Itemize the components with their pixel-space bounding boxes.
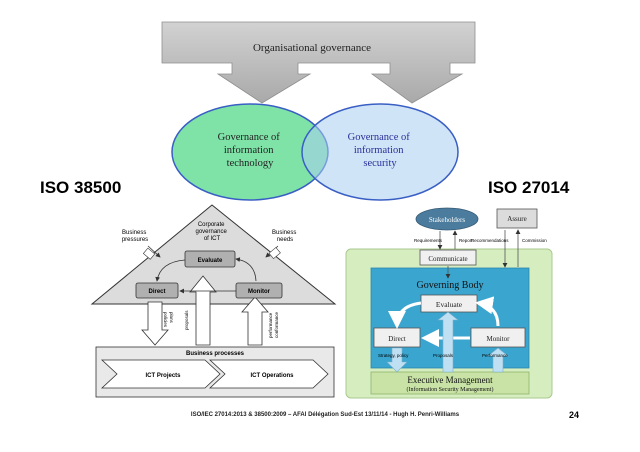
executive-management-label: Executive Management xyxy=(407,375,493,385)
venn-right-label: Governance of information security xyxy=(348,132,413,169)
business-pressures-label: Business pressures xyxy=(122,230,148,243)
iso38500-title: ISO 38500 xyxy=(40,178,121,197)
proposals-label-27014: Proposals xyxy=(433,353,454,358)
governing-body-label: Governing Body xyxy=(417,280,484,291)
monitor-box-27014 xyxy=(470,327,526,348)
ict-projects-chevron xyxy=(100,359,221,389)
iso27014-title: ISO 27014 xyxy=(488,178,570,197)
assure-label: Assure xyxy=(507,215,526,223)
direct-label-38500: Direct xyxy=(148,289,165,295)
organisational-governance-banner xyxy=(161,21,476,104)
communicate-box xyxy=(419,249,477,266)
requirements-label: Requirements xyxy=(414,238,443,243)
commission-label: Commission xyxy=(522,238,547,243)
banner-label: Organisational governance xyxy=(253,42,371,54)
performance-label-38500: performance conformance xyxy=(268,311,279,338)
plans-policies-arrow xyxy=(141,301,169,346)
ict-operations-chevron xyxy=(208,359,329,389)
communicate-label: Communicate xyxy=(428,255,467,263)
monitor-label-38500: Monitor xyxy=(248,289,271,295)
iso27014-diagram xyxy=(345,207,553,399)
direct-label-27014: Direct xyxy=(388,335,406,343)
executive-management-sublabel: (Information Security Management) xyxy=(407,386,494,393)
page-number: 24 xyxy=(569,410,579,420)
evaluate-box-38500 xyxy=(184,250,236,268)
proposals-arrow xyxy=(189,275,217,346)
assure-box xyxy=(496,208,538,229)
ict-operations-label: ICT Operations xyxy=(250,373,294,379)
business-processes-label: Business processes xyxy=(186,351,245,357)
proposals-label-38500: proposals xyxy=(184,310,189,330)
direct-box-38500 xyxy=(135,282,179,299)
ict-projects-label: ICT Projects xyxy=(145,373,181,379)
performance-label-27014: Performance xyxy=(482,353,508,358)
performance-arrow xyxy=(241,296,269,346)
stakeholders-label: Stakeholders xyxy=(429,216,465,224)
stakeholders-node xyxy=(415,207,479,231)
monitor-label-27014: Monitor xyxy=(487,335,511,343)
recommendations-label: Recommendations xyxy=(471,238,509,243)
strategy-policy-label: Strategy, policy xyxy=(378,353,409,358)
report-label: Report xyxy=(459,238,473,243)
monitor-box-38500 xyxy=(235,282,283,299)
venn-right-circle xyxy=(301,103,459,201)
plans-policies-label: plans policies xyxy=(163,312,174,328)
evaluate-label-38500: Evaluate xyxy=(198,258,223,264)
iso38500-diagram xyxy=(90,204,337,398)
venn-left-label: Governance of information technology xyxy=(218,132,283,169)
evaluate-label-27014: Evaluate xyxy=(436,300,463,309)
corporate-governance-label: Corporate governance of ICT xyxy=(195,222,228,242)
business-needs-label: Business needs xyxy=(272,230,298,243)
footer-text: ISO/IEC 27014:2013 & 38500:2009 – AFAI D… xyxy=(191,412,460,418)
